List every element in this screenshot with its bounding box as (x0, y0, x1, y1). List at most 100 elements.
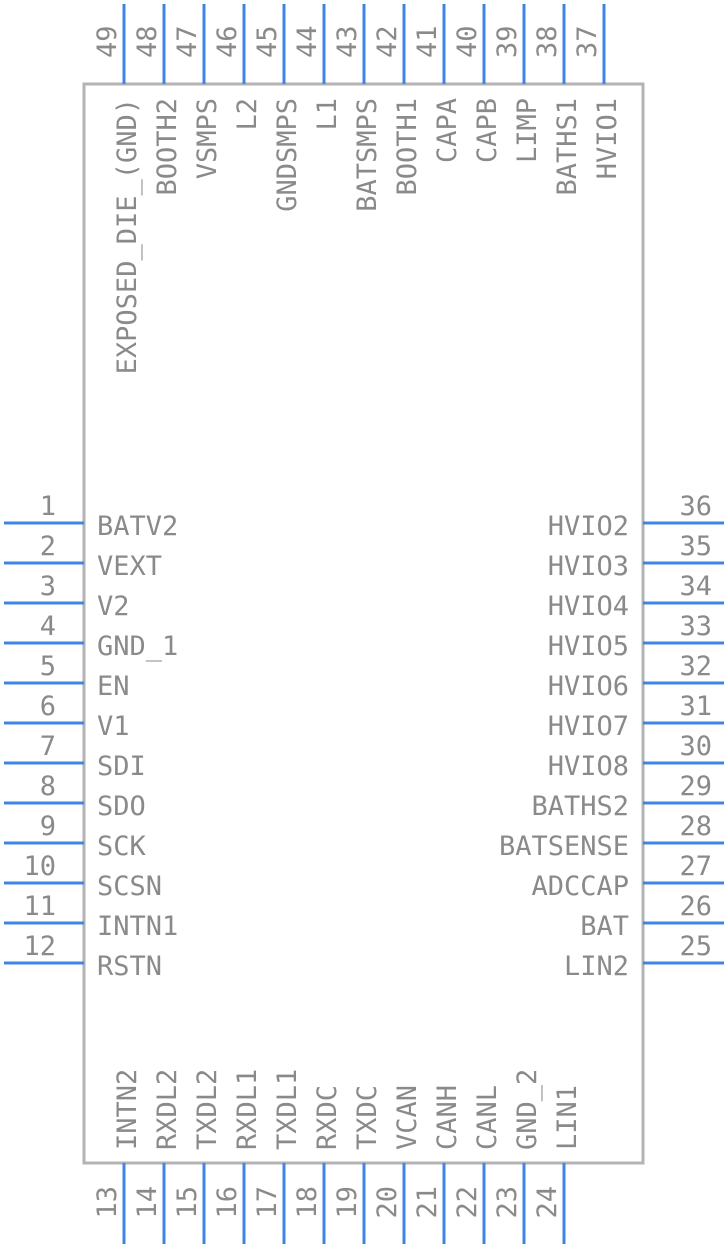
pin-8-number: 8 (40, 771, 56, 802)
pin-47-number: 47 (172, 25, 203, 58)
pin-34-number: 34 (679, 571, 712, 602)
pin-29-name: BATHS2 (531, 791, 629, 822)
pin-31-name: HVIO7 (548, 711, 629, 742)
pin-45-number: 45 (252, 25, 283, 58)
pin-26-number: 26 (679, 891, 712, 922)
pin-46-name: L2 (232, 98, 263, 131)
pin-36-name: HVIO2 (548, 511, 629, 542)
pin-29-number: 29 (679, 771, 712, 802)
pin-5-number: 5 (40, 651, 56, 682)
pin-39-name: LIMP (512, 98, 543, 163)
pin-42-number: 42 (372, 25, 403, 58)
pin-32-number: 32 (679, 651, 712, 682)
pin-25-number: 25 (679, 931, 712, 962)
pin-13-name: INTN2 (112, 1069, 143, 1150)
pin-38-number: 38 (532, 25, 563, 58)
pin-14-number: 14 (132, 1186, 163, 1219)
pin-38-name: BATHS1 (552, 98, 583, 196)
pin-39-number: 39 (492, 25, 523, 58)
pin-8-name: SDO (97, 791, 146, 822)
pin-20-number: 20 (372, 1186, 403, 1219)
pin-40-name: CAPB (472, 98, 503, 163)
pin-9-number: 9 (40, 811, 56, 842)
pin-37-number: 37 (572, 25, 603, 58)
pin-24-name: LIN1 (552, 1085, 583, 1150)
pin-17-number: 17 (252, 1186, 283, 1219)
pin-42-name: BOOTH1 (392, 98, 423, 196)
pin-40-number: 40 (452, 25, 483, 58)
pin-4-name: GND_1 (97, 631, 178, 662)
pin-32-name: HVIO6 (548, 671, 629, 702)
pin-41-number: 41 (412, 25, 443, 58)
pin-28-name: BATSENSE (499, 831, 629, 862)
pin-27-number: 27 (679, 851, 712, 882)
pin-16-name: RXDL1 (232, 1069, 263, 1150)
pin-18-number: 18 (292, 1186, 323, 1219)
pin-30-number: 30 (679, 731, 712, 762)
pin-46-number: 46 (212, 25, 243, 58)
pin-10-name: SCSN (97, 871, 162, 902)
pin-12-number: 12 (23, 931, 56, 962)
pin-36-number: 36 (679, 491, 712, 522)
pin-44-name: L1 (312, 98, 343, 131)
pin-20-name: VCAN (392, 1085, 423, 1150)
pin-27-name: ADCCAP (531, 871, 629, 902)
pin-44-number: 44 (292, 25, 323, 58)
pin-30-name: HVIO8 (548, 751, 629, 782)
pin-35-number: 35 (679, 531, 712, 562)
pin-31-number: 31 (679, 691, 712, 722)
pin-48-number: 48 (132, 25, 163, 58)
pin-22-name: CANL (472, 1085, 503, 1150)
pin-4-number: 4 (40, 611, 56, 642)
pin-35-name: HVIO3 (548, 551, 629, 582)
pin-21-name: CANH (432, 1085, 463, 1150)
pin-43-name: BATSMPS (352, 98, 383, 212)
pin-6-name: V1 (97, 711, 130, 742)
pin-47-name: VSMPS (192, 98, 223, 179)
pin-2-number: 2 (40, 531, 56, 562)
left-pin-group: 1BATV22VEXT3V24GND_15EN6V17SDI8SDO9SCK10… (4, 491, 178, 982)
pin-12-name: RSTN (97, 951, 162, 982)
pin-33-number: 33 (679, 611, 712, 642)
ic-body-outline (82, 82, 645, 1165)
pin-14-name: RXDL2 (152, 1069, 183, 1150)
pin-18-name: RXDC (312, 1085, 343, 1150)
pin-11-number: 11 (23, 891, 56, 922)
pin-19-number: 19 (332, 1186, 363, 1219)
pin-21-number: 21 (412, 1186, 443, 1219)
pin-25-name: LIN2 (564, 951, 629, 982)
pin-3-number: 3 (40, 571, 56, 602)
pin-15-number: 15 (172, 1186, 203, 1219)
pin-10-number: 10 (23, 851, 56, 882)
pin-28-number: 28 (679, 811, 712, 842)
pin-6-number: 6 (40, 691, 56, 722)
pin-23-name: GND_2 (512, 1069, 543, 1150)
pin-49-number: 49 (92, 25, 123, 58)
pin-1-number: 1 (40, 491, 56, 522)
pin-37-name: HVIO1 (592, 98, 623, 179)
pin-2-name: VEXT (97, 551, 162, 582)
pin-48-name: BOOTH2 (152, 98, 183, 196)
pin-22-number: 22 (452, 1186, 483, 1219)
pin-9-name: SCK (97, 831, 147, 862)
pin-11-name: INTN1 (97, 911, 178, 942)
pin-49-name: EXPOSED_DIE_(GND) (112, 98, 143, 374)
pin-17-name: TXDL1 (272, 1069, 303, 1150)
pin-41-name: CAPA (432, 98, 463, 163)
pin-7-name: SDI (97, 751, 146, 782)
pin-16-number: 16 (212, 1186, 243, 1219)
pin-33-name: HVIO5 (548, 631, 629, 662)
pin-19-name: TXDC (352, 1085, 383, 1150)
pin-3-name: V2 (97, 591, 130, 622)
pin-7-number: 7 (40, 731, 56, 762)
pin-26-name: BAT (580, 911, 629, 942)
pin-45-name: GNDSMPS (272, 98, 303, 212)
pin-43-number: 43 (332, 25, 363, 58)
pin-1-name: BATV2 (97, 511, 178, 542)
pin-13-number: 13 (92, 1186, 123, 1219)
bottom-pin-group: 13INTN214RXDL215TXDL216RXDL117TXDL118RXD… (92, 1069, 583, 1244)
pin-34-name: HVIO4 (548, 591, 629, 622)
